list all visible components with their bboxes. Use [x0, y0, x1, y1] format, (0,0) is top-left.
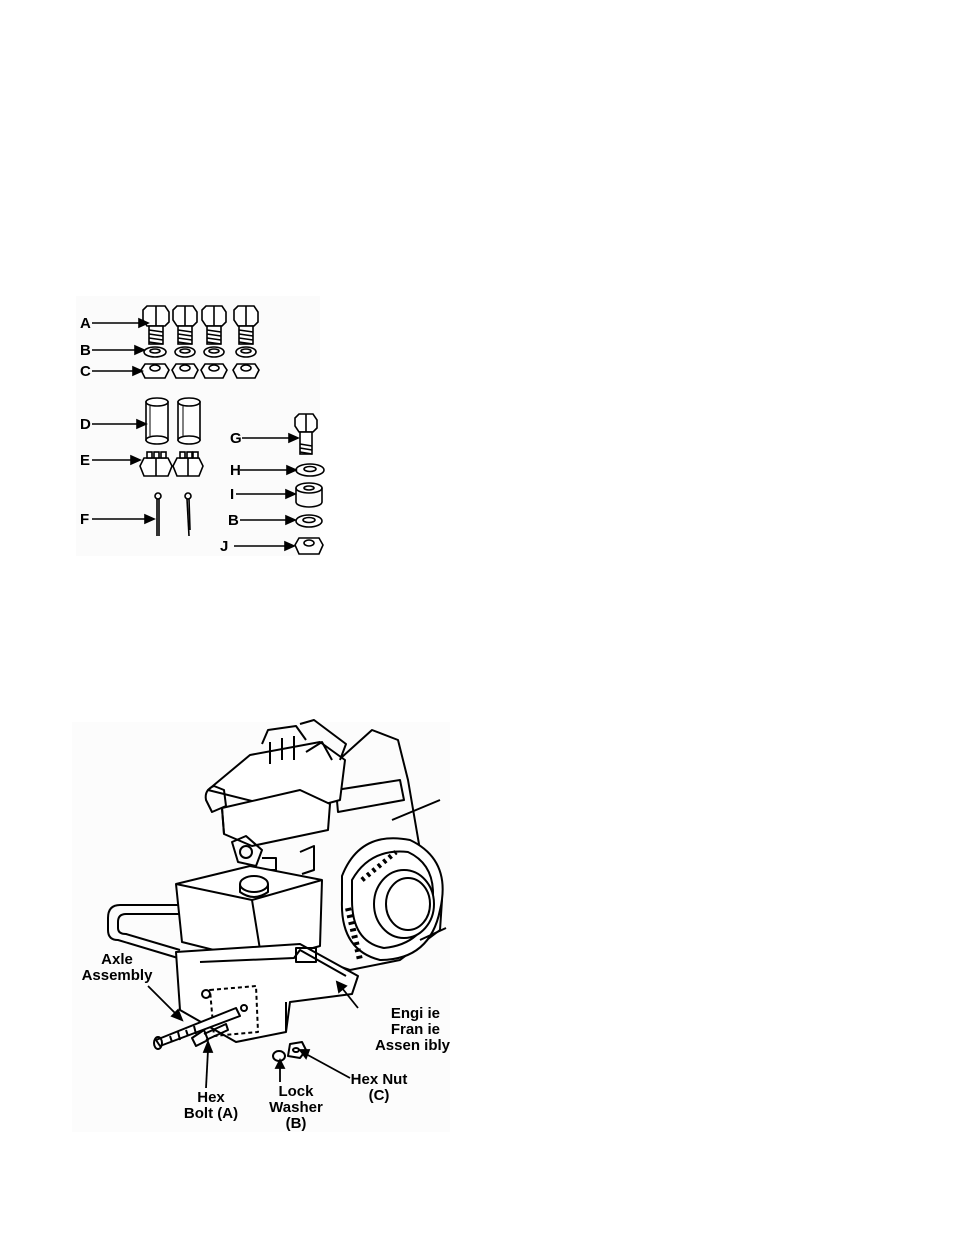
- hex-nut-line1: Hex Nut: [344, 1072, 414, 1088]
- lock-washer-line3: (B): [256, 1116, 336, 1132]
- axle-label-line2: Assembly: [72, 968, 162, 984]
- axle-label-line1: Axle: [72, 952, 162, 968]
- engine-frame-assembly-label: Engi ie Fran ie Assen ibly: [360, 1006, 450, 1054]
- hex-nut-line2: (C): [344, 1088, 414, 1104]
- lock-washer-line2: Washer: [256, 1100, 336, 1116]
- hex-nut-label: Hex Nut (C): [344, 1072, 414, 1104]
- lock-washer-line1: Lock: [256, 1084, 336, 1100]
- hex-bolt-line1: Hex: [176, 1090, 246, 1106]
- lock-washer-label: Lock Washer (B): [256, 1084, 336, 1132]
- hex-bolt-line2: Bolt (A): [176, 1106, 246, 1122]
- engine-label-line2: Fran ie: [360, 1022, 440, 1038]
- hex-bolt-label: Hex Bolt (A): [176, 1090, 246, 1122]
- axle-assembly-label: Axle Assembly: [72, 952, 162, 984]
- engine-label-line3: Assen ibly: [360, 1038, 450, 1054]
- engine-label-line1: Engi ie: [360, 1006, 440, 1022]
